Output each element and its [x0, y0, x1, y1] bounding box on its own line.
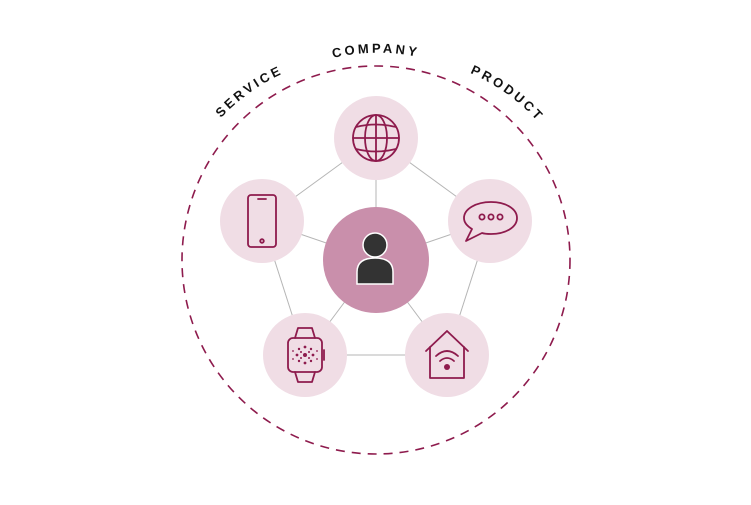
globe-icon: [352, 114, 400, 162]
watch-face-pattern: [292, 345, 318, 365]
smartwatch-icon: [287, 327, 325, 383]
smart-home-wifi-icon: [425, 330, 469, 379]
label-company: COMPANY: [331, 41, 422, 61]
person-icon: [356, 232, 394, 285]
outer-dashed-ring: [181, 65, 571, 455]
smartphone-icon: [247, 194, 277, 248]
node-bottom-right: [405, 313, 489, 397]
label-product-text: PRODUCT: [469, 62, 545, 125]
node-right: [448, 179, 532, 263]
label-service-text: SERVICE: [212, 62, 282, 120]
label-service: SERVICE: [212, 62, 285, 120]
node-left: [220, 179, 304, 263]
label-company-text: COMPANY: [331, 41, 419, 61]
label-product: PRODUCT: [469, 62, 548, 125]
chat-bubble-icon: [463, 201, 518, 242]
